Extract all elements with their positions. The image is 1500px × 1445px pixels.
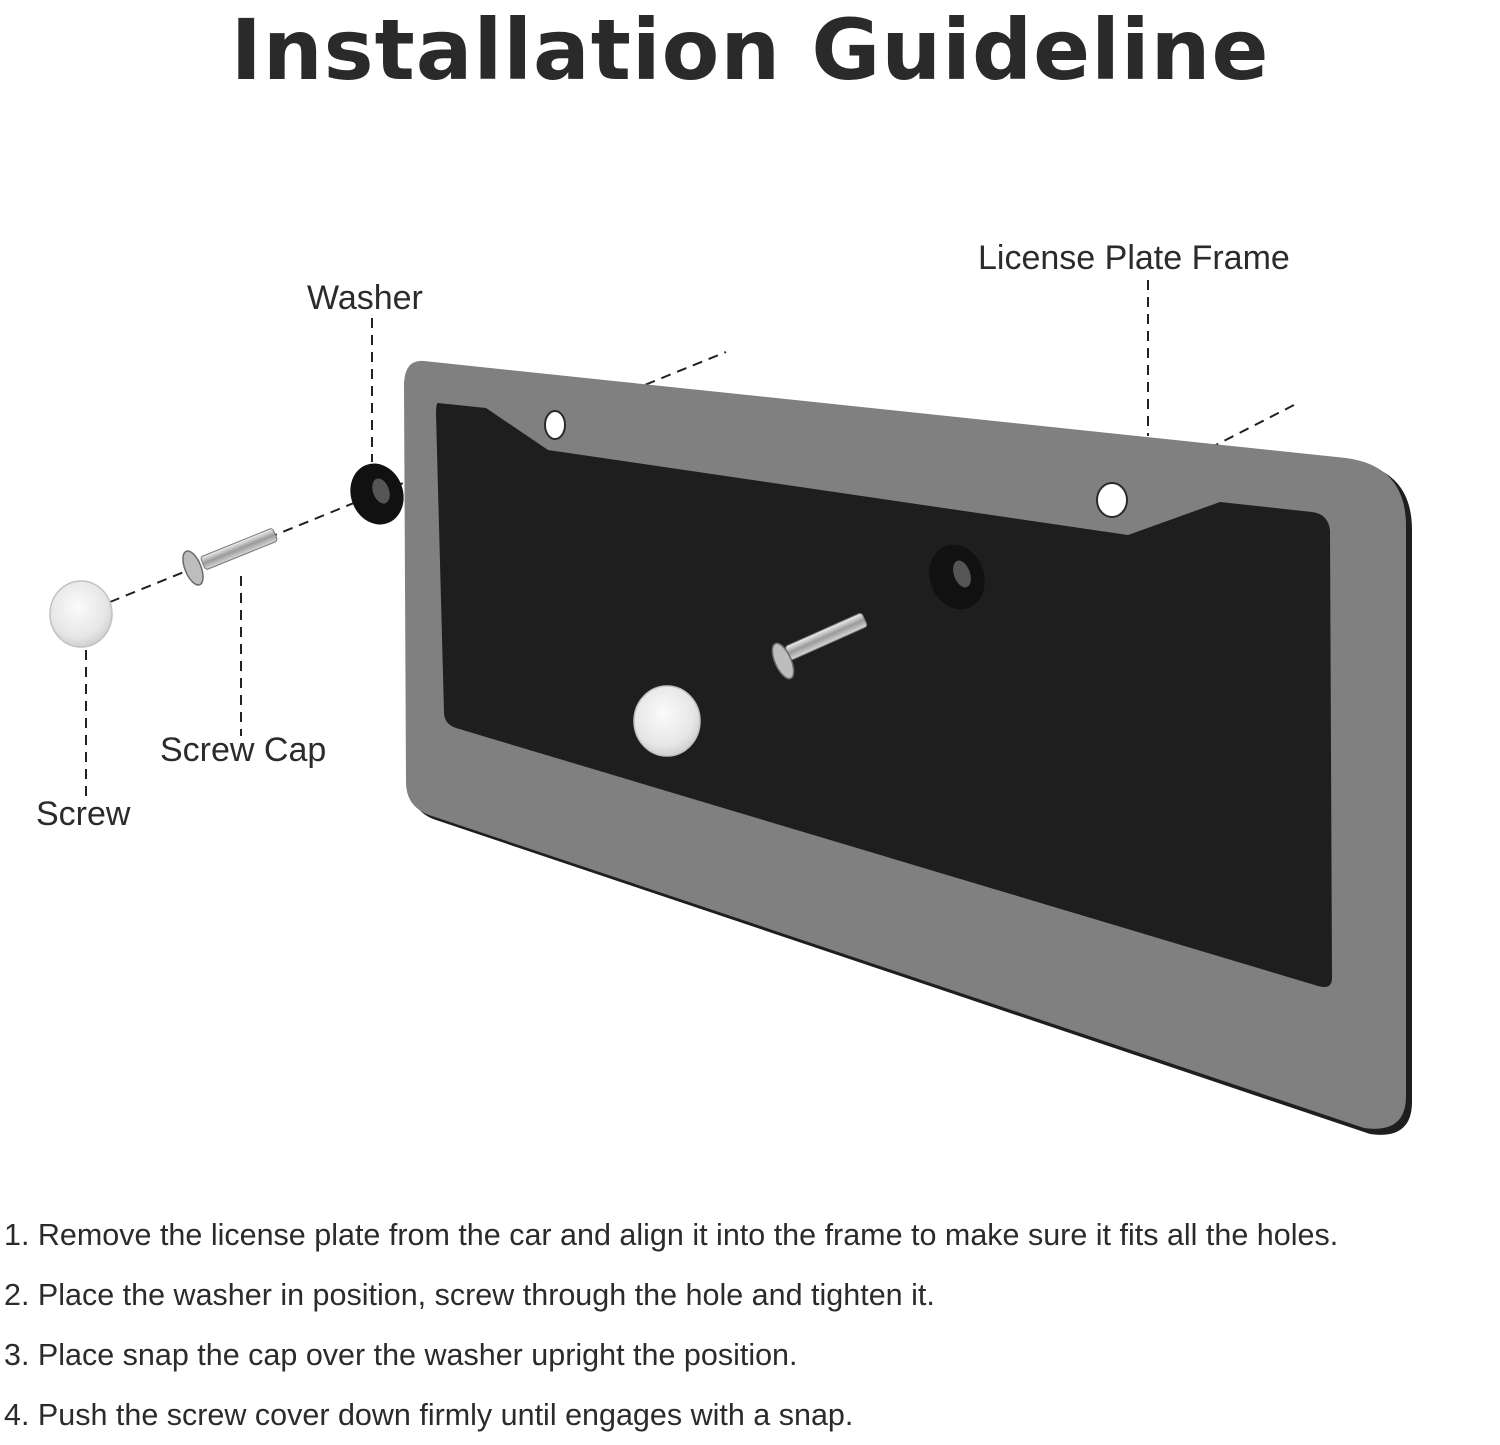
- step-1: 1. Remove the license plate from the car…: [4, 1218, 1339, 1252]
- cap-right: [633, 685, 701, 757]
- label-screw: Screw: [36, 795, 131, 833]
- washer-left: [350, 463, 404, 525]
- instruction-steps: 1. Remove the license plate from the car…: [4, 1205, 1500, 1445]
- label-screw-cap: Screw Cap: [160, 731, 327, 769]
- washer-right: [929, 544, 985, 610]
- step-2: 2. Place the washer in position, screw t…: [4, 1278, 935, 1312]
- step-4: 4. Push the screw cover down firmly unti…: [4, 1398, 854, 1432]
- step-3: 3. Place snap the cap over the washer up…: [4, 1338, 798, 1372]
- page-title: Installation Guideline: [230, 1, 1270, 99]
- frame-hole-left: [544, 410, 566, 440]
- cap-left: [49, 580, 113, 648]
- license-plate-frame: [404, 360, 1412, 1135]
- label-license-plate-frame: License Plate Frame: [978, 239, 1290, 277]
- label-washer: Washer: [307, 279, 423, 317]
- frame-hole-right: [1096, 482, 1128, 518]
- screw-right: [771, 612, 868, 680]
- frame-body: [404, 360, 1406, 1129]
- screw-left: [182, 528, 278, 586]
